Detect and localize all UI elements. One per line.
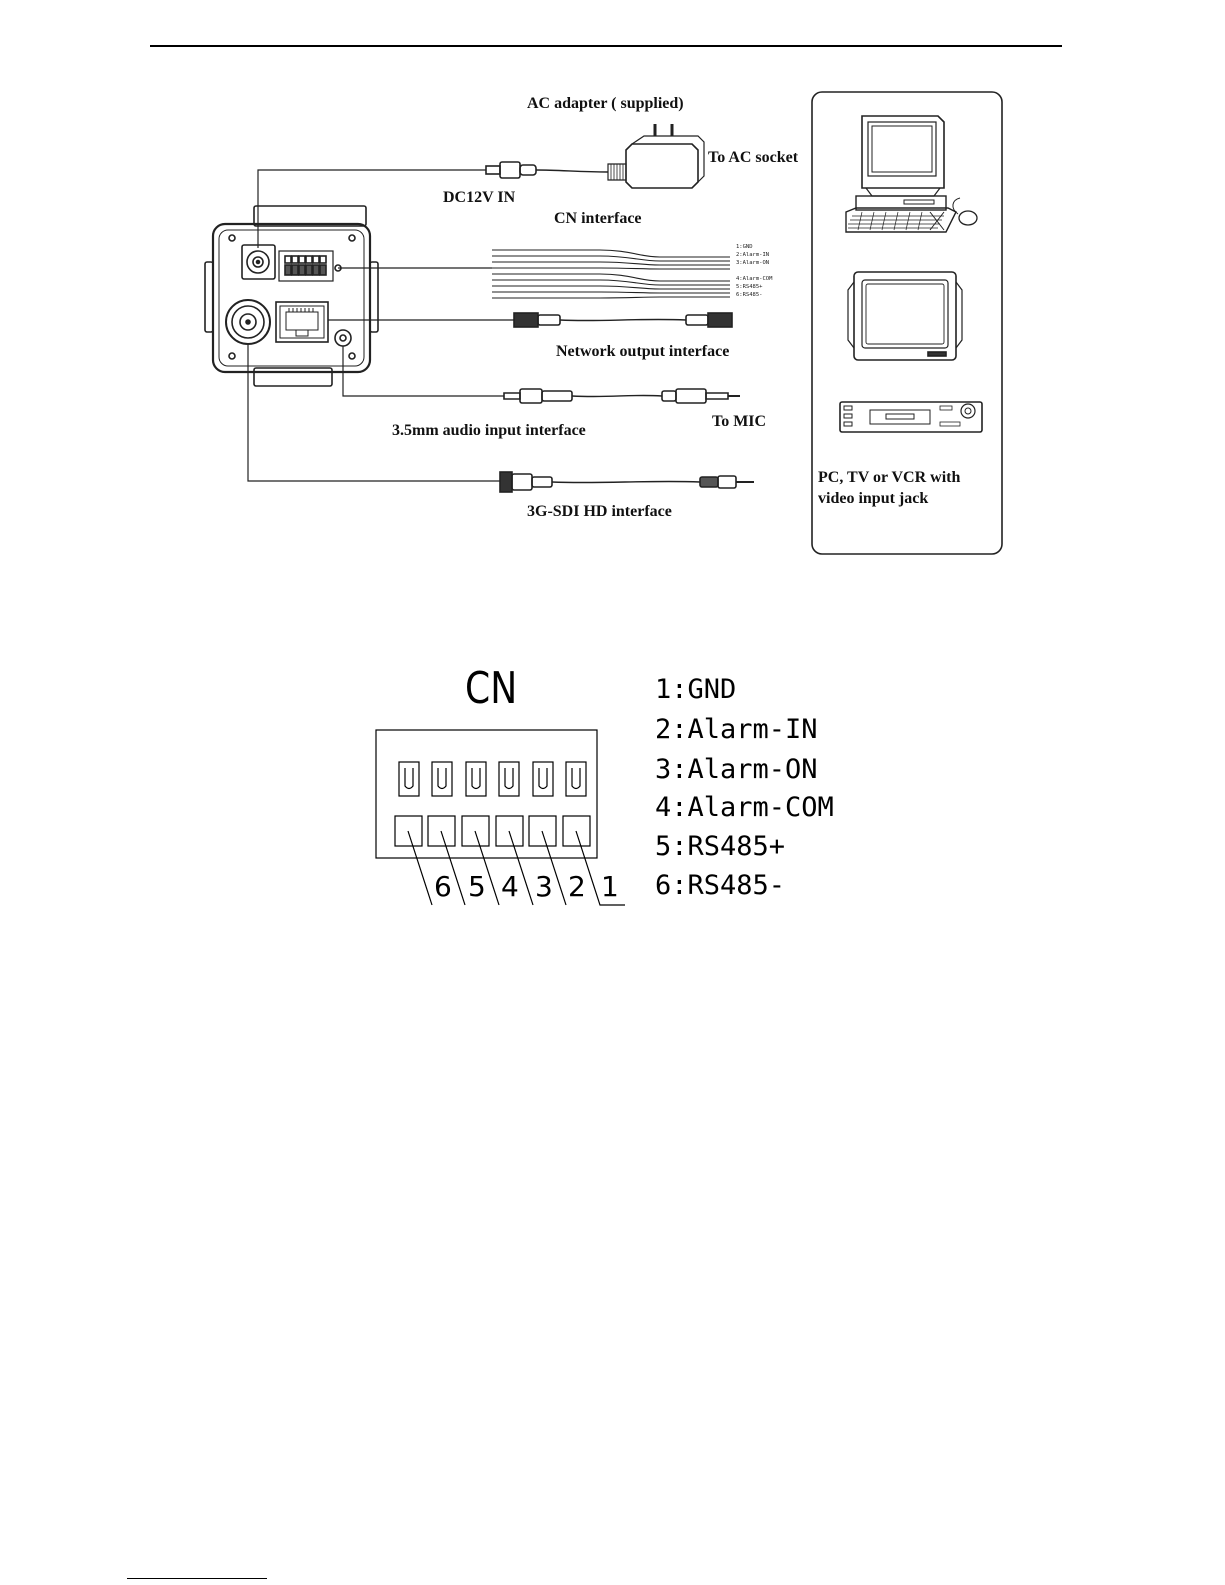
dc12v-label: DC12V IN xyxy=(443,189,516,206)
tv-icon xyxy=(847,271,963,361)
devices-panel xyxy=(811,91,1003,555)
ac-socket-label: To AC socket xyxy=(708,149,799,166)
pin-number: 2 xyxy=(568,870,586,903)
header-rule xyxy=(150,45,1062,47)
pin-label-alarm-in: 2:Alarm-IN xyxy=(655,714,818,745)
sdi-interface-label: 3G-SDI HD interface xyxy=(527,503,672,520)
audio-cable-icon xyxy=(503,388,740,404)
pc-icon xyxy=(845,115,978,233)
sdi-line xyxy=(247,344,500,482)
devices-label-line1: PC, TV or VCR with xyxy=(818,469,961,486)
audio-input-label: 3.5mm audio input interface xyxy=(392,422,586,439)
ac-adapter-icon xyxy=(607,124,705,189)
dc-line xyxy=(257,169,486,248)
pin-label-rs485-plus: 5:RS485+ xyxy=(655,831,786,862)
network-cable-icon xyxy=(513,312,733,328)
pin-number: 6 xyxy=(434,870,452,903)
cable-wire-label: 5:RS485+ xyxy=(736,284,763,290)
ac-adapter-label: AC adapter ( supplied) xyxy=(527,95,684,112)
cable-wire-label: 2:Alarm-IN xyxy=(736,252,770,258)
pin-label-gnd: 1:GND xyxy=(655,674,737,705)
to-mic-label: To MIC xyxy=(712,413,767,430)
cn-cable-icon xyxy=(492,249,730,299)
camera-rear-icon xyxy=(204,205,379,387)
pin-label-rs485-minus: 6:RS485- xyxy=(655,870,786,901)
cn-interface-label: CN interface xyxy=(554,210,642,227)
pin-number: 5 xyxy=(468,870,486,903)
cn-terminal-block-icon xyxy=(375,729,625,906)
vcr-icon xyxy=(839,401,983,433)
pin-number: 1 xyxy=(601,870,619,903)
audio-line xyxy=(342,346,504,397)
cable-wire-label: 6:RS485- xyxy=(736,292,763,298)
cable-wire-label: 3:Alarm-ON xyxy=(736,260,770,266)
network-output-label: Network output interface xyxy=(556,343,730,360)
cable-wire-label: 1:GND xyxy=(736,244,753,250)
sdi-cable-icon xyxy=(499,471,754,493)
footer-rule xyxy=(127,1578,267,1579)
pin-label-alarm-com: 4:Alarm-COM xyxy=(655,792,834,823)
cn-title: CN xyxy=(465,663,518,714)
devices-label-line2: video input jack xyxy=(818,490,929,507)
cable-wire-label: 4:Alarm-COM xyxy=(736,276,773,282)
pin-number: 4 xyxy=(501,870,519,903)
dc-plug-icon xyxy=(485,161,609,179)
pin-label-alarm-on: 3:Alarm-ON xyxy=(655,754,818,785)
pin-number: 3 xyxy=(535,870,553,903)
